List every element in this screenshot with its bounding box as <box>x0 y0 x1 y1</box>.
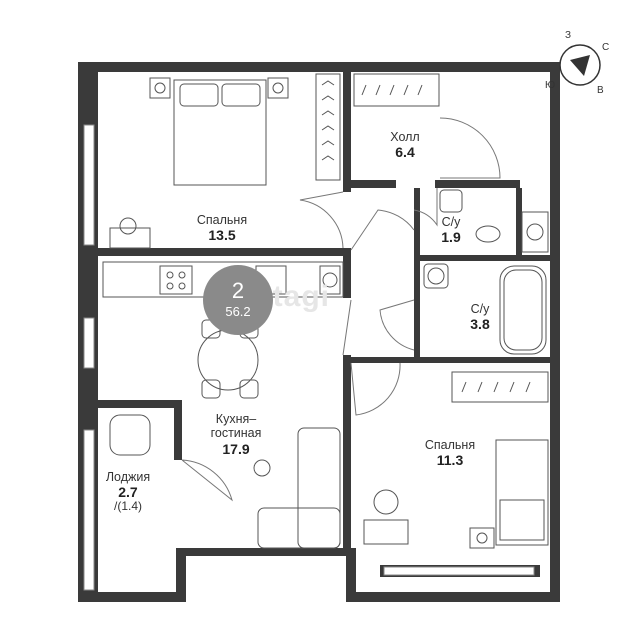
bed-2 <box>363 439 549 549</box>
room-area: 2.7 <box>118 484 138 501</box>
windows <box>83 124 535 591</box>
doors <box>181 117 501 502</box>
room-label-bathroom: С/у 3.8 <box>470 302 489 332</box>
room-name: Спальня <box>196 213 248 227</box>
room-label-hall: Холл 6.4 <box>390 130 419 160</box>
compass-west: З <box>565 30 572 41</box>
room-name: Холл <box>390 130 420 144</box>
room-area: 1.9 <box>441 229 461 246</box>
wc-fixtures <box>423 189 549 355</box>
wardrobes <box>315 73 549 403</box>
room-label-wc: С/у 1.9 <box>441 215 460 245</box>
room-name: С/у <box>441 215 461 229</box>
loggia-chair <box>109 414 151 456</box>
sofa <box>253 427 341 549</box>
compass <box>559 44 601 86</box>
compass-north: С <box>602 42 610 53</box>
room-name: Кухня– <box>215 412 257 426</box>
total-area: 56.2 <box>225 304 251 319</box>
room-area: 11.3 <box>436 452 464 469</box>
room-area-coef: /(1.4) <box>113 499 143 514</box>
bed-1 <box>109 77 289 249</box>
room-name: Лоджия <box>105 470 151 484</box>
room-label-bedroom-1: Спальня 13.5 <box>197 213 247 243</box>
room-count: 2 <box>231 278 245 303</box>
room-area: 3.8 <box>470 316 490 333</box>
room-area: 17.9 <box>222 440 250 457</box>
room-name: С/у <box>470 302 490 316</box>
compass-east: В <box>597 85 604 96</box>
room-area: 6.4 <box>395 144 415 161</box>
inner-walls <box>98 62 550 555</box>
room-name-2: гостиная <box>210 426 262 441</box>
room-area: 13.5 <box>208 227 236 244</box>
compass-south: Ю <box>545 80 556 91</box>
room-label-loggia: Лоджия 2.7 /(1.4) <box>106 470 150 514</box>
total-badge: 2 56.2 <box>203 265 273 335</box>
room-label-kitchen-living: Кухня– гостиная 17.9 <box>211 412 262 457</box>
room-name: Спальня <box>424 438 476 452</box>
room-label-bedroom-2: Спальня 11.3 <box>425 438 475 468</box>
